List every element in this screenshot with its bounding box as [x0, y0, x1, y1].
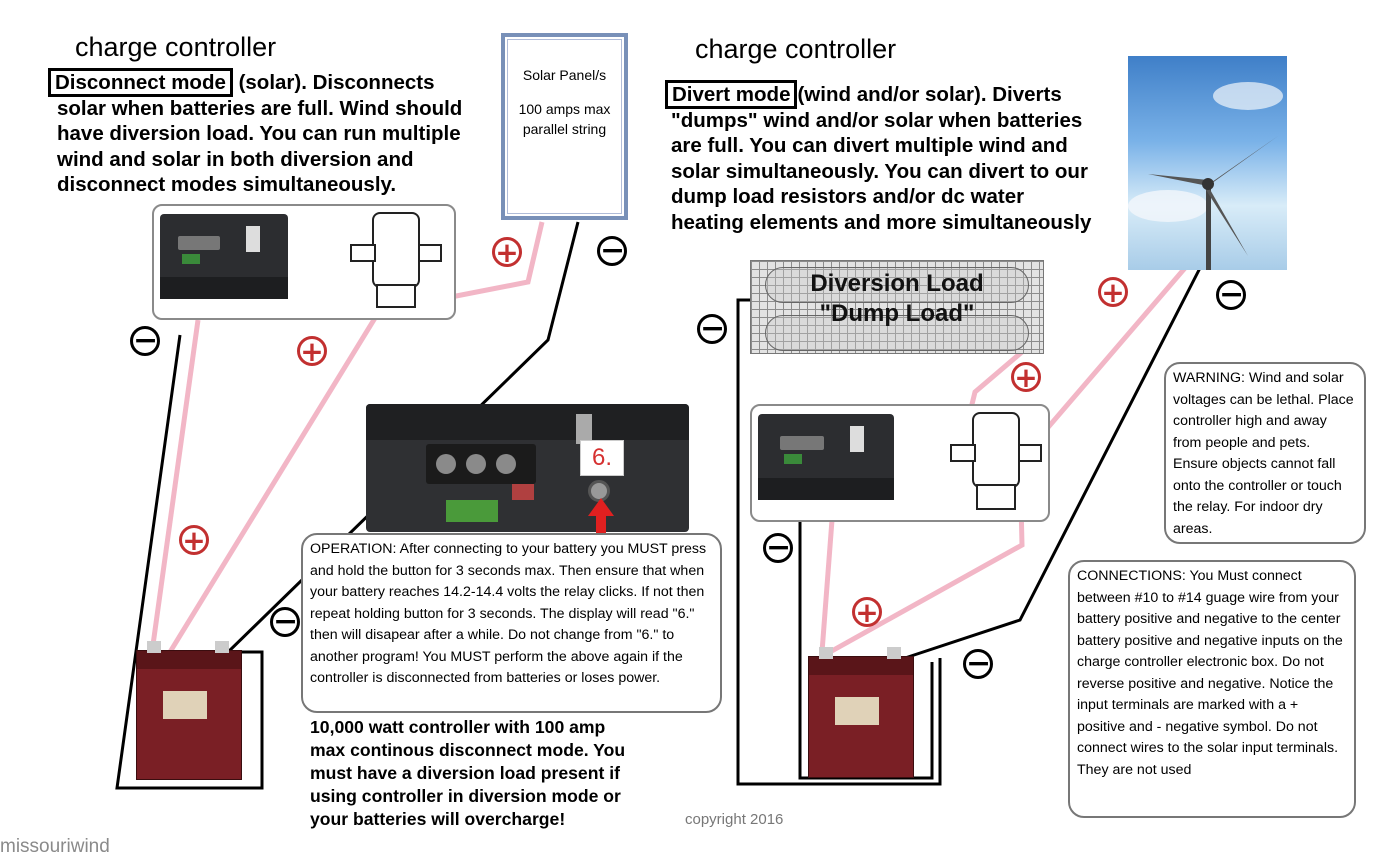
- positive-wire-left-relay: [167, 303, 386, 654]
- plus-sign-icon: +: [1098, 277, 1128, 307]
- diversion-load: Diversion Load "Dump Load": [750, 260, 1044, 354]
- right-relay: [972, 412, 1020, 488]
- minus-sign-icon: −: [697, 314, 727, 344]
- left-charge-controller: [160, 214, 288, 299]
- minus-sign-icon: −: [130, 326, 160, 356]
- plus-sign-icon: +: [492, 237, 522, 267]
- controller-display: 6.: [580, 440, 624, 476]
- minus-sign-icon: −: [597, 236, 627, 266]
- wind-turbine-icon: [1128, 82, 1283, 270]
- right-heading: charge controller: [695, 34, 897, 64]
- left-relay-terminal-bottom: [376, 284, 416, 308]
- copyright: copyright 2016: [685, 811, 784, 828]
- program-button: [588, 480, 610, 502]
- right-relay-terminal-right: [1018, 444, 1042, 462]
- right-description: Divert mode(wind and/or solar). Diverts …: [665, 80, 1135, 235]
- positive-wire-right-controller: [819, 519, 835, 653]
- arrow-up-icon: [588, 498, 614, 538]
- plus-sign-icon: +: [297, 336, 327, 366]
- left-relay-terminal-right: [418, 244, 442, 262]
- minus-sign-icon: −: [270, 607, 300, 637]
- left-battery: [136, 641, 242, 780]
- watermark: missouriwind: [0, 836, 110, 857]
- left-relay: [372, 212, 420, 288]
- plus-sign-icon: +: [1011, 362, 1041, 392]
- solar-panel-title: Solar Panel/s: [522, 67, 607, 83]
- solar-panel: Solar Panel/s 100 amps max parallel stri…: [501, 33, 628, 220]
- divert-mode-label: Divert mode: [665, 80, 798, 109]
- solar-panel-line1: 100 amps max: [518, 101, 611, 117]
- right-relay-terminal-left: [950, 444, 976, 462]
- minus-sign-icon: −: [763, 533, 793, 563]
- minus-sign-icon: −: [1216, 280, 1246, 310]
- controller-closeup-photo: [366, 404, 689, 532]
- negative-wire-wind: [904, 267, 1202, 660]
- positive-wire-left-controller: [149, 319, 201, 653]
- controller-spec: 10,000 watt controller with 100 amp max …: [310, 717, 626, 829]
- warning-note: WARNING: Wind and solar voltages can be …: [1164, 362, 1366, 544]
- left-description: Disconnect mode (solar). Disconnects sol…: [48, 68, 518, 198]
- connections-note: CONNECTIONS: You Must connect between #1…: [1068, 560, 1356, 818]
- right-charge-controller: [758, 414, 894, 500]
- wind-turbine-photo: [1128, 56, 1287, 270]
- disconnect-mode-label: Disconnect mode: [48, 68, 233, 97]
- negative-wire-right-controller: [798, 500, 934, 780]
- dump-load-title: "Dump Load": [819, 300, 975, 327]
- solar-panel-line2: parallel string: [522, 121, 607, 137]
- negative-wire-left-controller: [115, 334, 264, 790]
- operation-note: OPERATION: After connecting to your batt…: [301, 533, 722, 713]
- right-battery: [808, 647, 914, 778]
- left-heading: charge controller: [75, 32, 277, 62]
- plus-sign-icon: +: [179, 525, 209, 555]
- minus-sign-icon: −: [963, 649, 993, 679]
- right-relay-terminal-bottom: [976, 484, 1016, 510]
- diversion-load-title: Diversion Load: [810, 270, 984, 297]
- plus-sign-icon: +: [852, 597, 882, 627]
- left-relay-terminal-left: [350, 244, 376, 262]
